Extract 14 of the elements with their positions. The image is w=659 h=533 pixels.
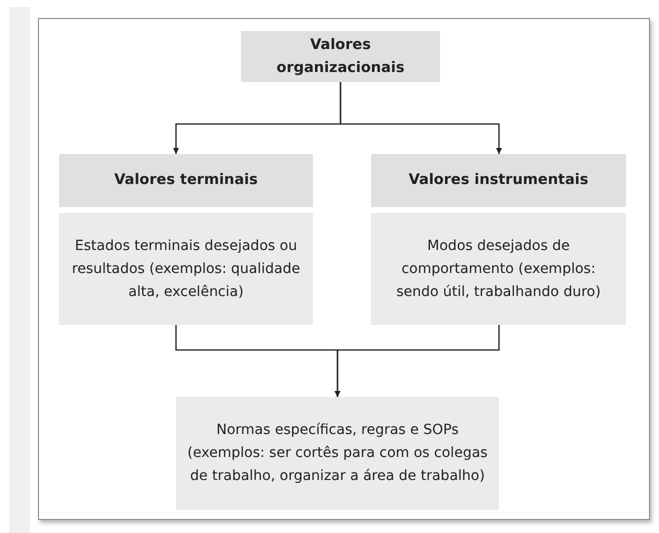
box-heading: Valores instrumentais	[408, 171, 588, 190]
arrow	[340, 82, 502, 154]
description-box	[176, 397, 499, 510]
box-heading: Valores terminais	[114, 171, 258, 190]
header-box	[241, 31, 440, 82]
header-box	[59, 154, 313, 207]
box-text: Normas específicas, regras e SOPs (exemplos: ser cortês para com os colegas de trabalho, organizar a área de trabalho)	[186, 421, 489, 486]
description-box	[371, 213, 626, 325]
arrow	[334, 325, 500, 397]
box-heading: Valores organizacionais	[275, 36, 406, 78]
description-box	[59, 213, 313, 325]
header-box	[371, 154, 626, 207]
box-text: Modos desejados de comportamento (exemplos: sendo útil, trabalhando duro)	[395, 236, 602, 302]
box-text: Estados terminais desejados ou resultados (exemplos: qualidade alta, excelência)	[70, 236, 302, 302]
